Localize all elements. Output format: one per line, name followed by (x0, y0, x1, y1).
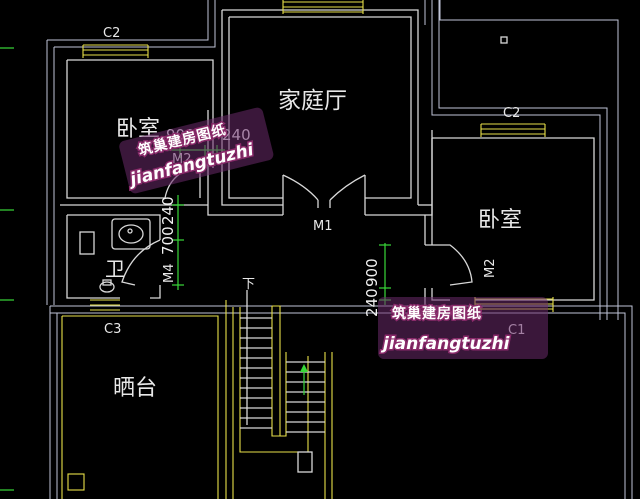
stairwell: 下 (225, 277, 333, 499)
room-label-living: 家庭厅 (278, 88, 347, 114)
balcony-walls (61, 315, 219, 499)
door-label-m2-right: M2 (483, 259, 498, 279)
dim-240-right: 240 (363, 288, 381, 317)
dim-240-m4: 240 (159, 196, 177, 225)
stair-treads-left (240, 317, 272, 429)
room-label-bedroom-right: 卧室 (478, 208, 522, 233)
stair-down-mark: 下 (242, 277, 255, 292)
watermark-bottom: 筑巢建房图纸 jianfangtuzhi (378, 297, 548, 359)
dim-700-m4: 700 (159, 226, 177, 255)
window-c2-left (82, 44, 149, 58)
outer-walls (46, 0, 633, 499)
watermark-en-bottom: jianfangtuzhi (380, 334, 511, 354)
window-c3 (90, 299, 120, 311)
grid-ticks (0, 47, 14, 491)
door-m2-right (425, 244, 473, 286)
stair-post (297, 451, 313, 473)
watermark-cn-bottom: 筑巢建房图纸 (392, 305, 482, 322)
shower-fixture (79, 231, 95, 255)
door-m4 (121, 239, 161, 286)
window-label-c2-right: C2 (503, 106, 520, 121)
door-label-m4: M4 (162, 264, 177, 284)
bathroom-walls (66, 214, 161, 299)
room-label-bathroom: 卫 (105, 257, 125, 281)
window-label-c2-left: C2 (103, 26, 120, 41)
floor-drain-icon (67, 473, 85, 491)
sink-cabinet (111, 218, 151, 250)
stair-treads-right (286, 361, 325, 433)
corner-marker (500, 36, 508, 44)
dim-900-right: 900 (363, 258, 381, 287)
room-label-balcony: 晒台 (113, 376, 157, 401)
door-m1 (282, 174, 366, 215)
toilet-icon (99, 281, 115, 293)
window-label-c3: C3 (104, 322, 121, 337)
washbasin-icon (118, 224, 144, 244)
up-arrow-icon (300, 364, 308, 372)
window-top-living (282, 0, 364, 14)
door-label-m1: M1 (313, 219, 333, 234)
window-c2-right (480, 123, 546, 137)
